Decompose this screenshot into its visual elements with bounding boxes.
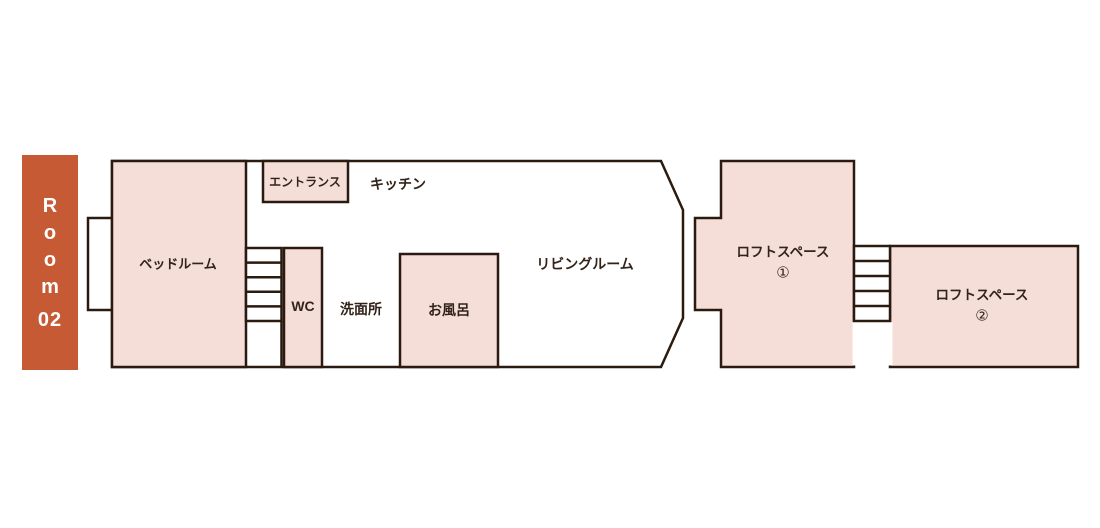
bath-label: お風呂 (428, 301, 470, 318)
loft-space-2-title: ロフトスペース (935, 287, 1029, 303)
loft-space-2-room (888, 244, 1080, 369)
loft-stairs (852, 244, 892, 323)
room-tag-number: 02 (37, 309, 63, 331)
living-room-label: リビングルーム (536, 255, 634, 272)
room-tag-word: Room (39, 195, 61, 303)
wc-room (282, 246, 324, 369)
loft-space-1-number: ① (776, 264, 790, 282)
main-stairs (244, 246, 283, 367)
loft-stairs-box (852, 244, 892, 323)
room-number-tag: Room 02 (22, 155, 78, 370)
bedroom-bay-window (86, 216, 114, 312)
wc-label: WC (291, 297, 315, 314)
kitchen-label: キッチン (370, 175, 426, 192)
loft-stairs-opening (852, 322, 893, 366)
bath-room (398, 252, 500, 369)
loft-space-1-room (693, 159, 856, 369)
loft-space-2-label: ロフトスペース ② (936, 286, 1029, 325)
bedroom-room (110, 159, 248, 369)
main-stairs-box (244, 246, 283, 323)
bedroom-label: ベッドルーム (139, 256, 217, 272)
loft-space-2-number: ② (975, 307, 989, 325)
loft-space-1-title: ロフトスペース (736, 244, 830, 260)
washroom-label: 洗面所 (340, 300, 382, 317)
loft-space-1-label: ロフトスペース ① (737, 243, 830, 282)
entrance-room (261, 159, 350, 204)
entrance-label: エントランス (269, 175, 341, 190)
